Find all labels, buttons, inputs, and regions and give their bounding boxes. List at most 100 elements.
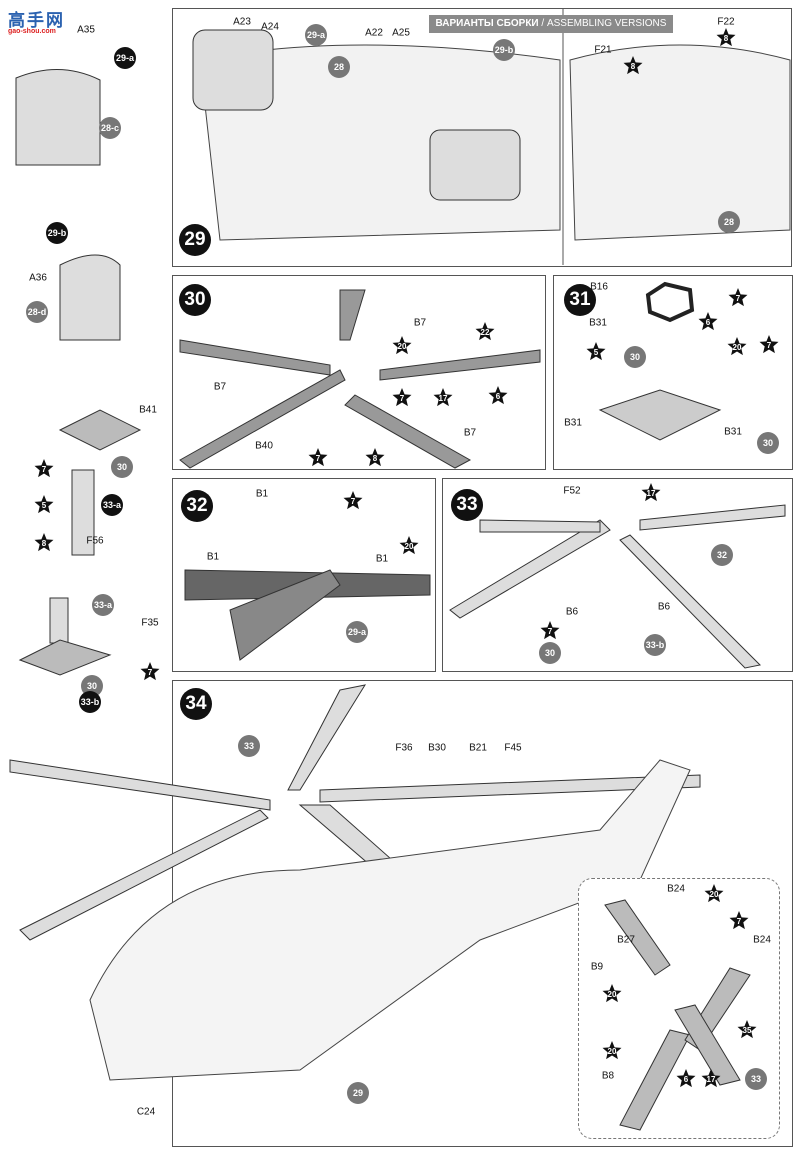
star-icon (586, 342, 606, 361)
star-icon (433, 388, 453, 407)
star-icon (737, 1020, 757, 1039)
part-label: B40 (255, 440, 273, 452)
paint-number: 8 (723, 34, 729, 43)
assembling-versions-header: ВАРИАНТЫ СБОРКИ / ASSEMBLING VERSIONS (429, 15, 673, 33)
part-label: F52 (563, 485, 581, 497)
paint-number: 20 (732, 343, 742, 352)
part-label: F21 (594, 44, 612, 56)
panel-28-d (59, 254, 121, 341)
part-label: B41 (139, 404, 157, 416)
step-number-34: 34 (180, 688, 212, 720)
paint-color-star: 7 (728, 288, 748, 308)
paint-color-star: 7 (34, 459, 54, 479)
paint-number: 20 (709, 890, 719, 899)
paint-color-star: 7 (140, 662, 160, 682)
sub-assembly-callout: 28 (718, 211, 740, 233)
paint-number: 8 (630, 62, 636, 71)
sub-assembly-callout: 28 (328, 56, 350, 78)
paint-color-star: 20 (602, 984, 622, 1004)
paint-number: 7 (350, 497, 356, 506)
star-icon (308, 448, 328, 467)
step-number-33: 33 (451, 489, 483, 521)
paint-color-star: 7 (308, 448, 328, 468)
paint-number: 6 (705, 318, 711, 327)
paint-number: 20 (397, 342, 407, 351)
step-reference-callout: 29-a (114, 47, 136, 69)
paint-color-star: 6 (488, 386, 508, 406)
sub-assembly-callout: 29-a (346, 621, 368, 643)
part-label: A25 (392, 27, 410, 39)
star-icon (759, 335, 779, 354)
paint-number: 22 (480, 328, 490, 337)
paint-number: 17 (706, 1075, 716, 1084)
part-label: F36 (395, 742, 413, 754)
sub-assembly-callout: 33-b (644, 634, 666, 656)
paint-color-star: 6 (698, 312, 718, 332)
paint-number: 20 (607, 990, 617, 999)
helicopter-fuselage-34 (89, 759, 691, 1081)
paint-color-star: 20 (704, 884, 724, 904)
sub-assembly-callout: 30 (539, 642, 561, 664)
watermark-text: 高手网 (8, 11, 65, 30)
part-label: A35 (77, 24, 95, 36)
star-icon (392, 388, 412, 407)
sub-assembly-callout: 30 (111, 456, 133, 478)
sub-assembly-callout: 30 (624, 346, 646, 368)
paint-number: 7 (547, 627, 553, 636)
header-separator: / (538, 18, 547, 29)
part-label: B24 (753, 934, 771, 946)
star-icon (488, 386, 508, 405)
step-number-30: 30 (179, 284, 211, 316)
star-icon (727, 337, 747, 356)
paint-color-star: 6 (676, 1069, 696, 1089)
part-label: B7 (413, 317, 427, 329)
step-number-32: 32 (181, 490, 213, 522)
panel-29-a (192, 29, 274, 111)
paint-color-star: 17 (701, 1069, 721, 1089)
part-label: A24 (261, 21, 279, 33)
sub-assembly-callout: 33 (238, 735, 260, 757)
part-label: B7 (463, 427, 477, 439)
sub-assembly-callout: 29-b (493, 39, 515, 61)
paint-number: 35 (742, 1026, 752, 1035)
paint-number: 7 (147, 668, 153, 677)
watermark-url: gao-shou.com (8, 28, 56, 35)
paint-color-star: 20 (727, 337, 747, 357)
part-b41 (58, 409, 142, 451)
paint-color-star: 8 (716, 28, 736, 48)
paint-color-star: 22 (475, 322, 495, 342)
part-label: B7 (213, 381, 227, 393)
part-label: B21 (469, 742, 487, 754)
paint-number: 5 (593, 348, 599, 357)
star-icon (34, 495, 54, 514)
step-reference-callout: 33-b (79, 691, 101, 713)
star-icon (392, 336, 412, 355)
star-icon (34, 533, 54, 552)
part-label: F35 (141, 617, 159, 629)
paint-color-star: 5 (34, 495, 54, 515)
paint-color-star: 7 (392, 388, 412, 408)
paint-color-star: 8 (34, 533, 54, 553)
paint-color-star: 7 (540, 621, 560, 641)
step-reference-callout: 33-a (101, 494, 123, 516)
star-icon (602, 984, 622, 1003)
paint-number: 7 (736, 917, 742, 926)
paint-color-star: 7 (343, 491, 363, 511)
part-label: B6 (657, 601, 671, 613)
paint-color-star: 20 (392, 336, 412, 356)
sub-assembly-callout: 28-c (99, 117, 121, 139)
star-icon (365, 448, 385, 467)
paint-number: 7 (735, 294, 741, 303)
paint-number: 7 (315, 454, 321, 463)
header-title-en: ASSEMBLING VERSIONS (546, 18, 667, 29)
paint-number: 17 (646, 489, 656, 498)
paint-color-star: 7 (729, 911, 749, 931)
panel-29-b (429, 129, 521, 201)
part-label: B31 (724, 426, 742, 438)
sub-assembly-callout: 33-a (92, 594, 114, 616)
part-label: B1 (206, 551, 220, 563)
paint-number: 17 (438, 394, 448, 403)
part-label: B27 (617, 934, 635, 946)
sub-assembly-callout: 32 (711, 544, 733, 566)
